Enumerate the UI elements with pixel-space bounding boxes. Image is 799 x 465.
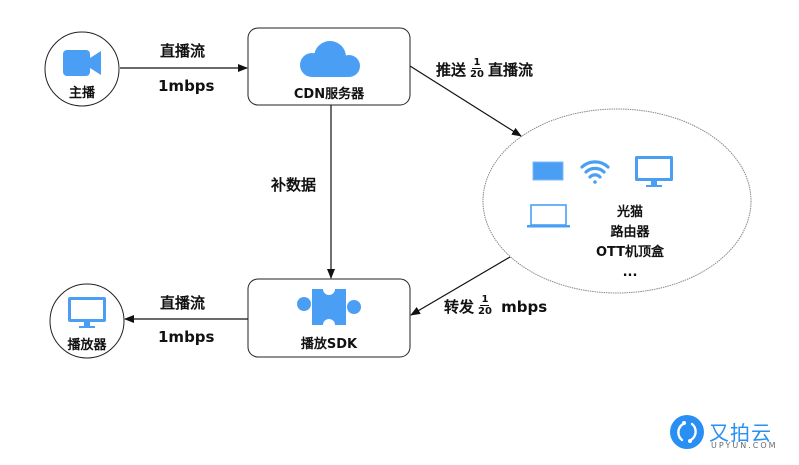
cloud-icon bbox=[300, 41, 360, 77]
forward-suffix: mbps bbox=[501, 298, 548, 316]
push-prefix: 推送 bbox=[436, 61, 467, 79]
fraction-numerator: 1 bbox=[472, 57, 482, 69]
edge-label-cdn-to-sdk: 补数据 bbox=[271, 176, 317, 194]
device-item: OTT机顶盒 bbox=[595, 245, 665, 260]
monitor-icon bbox=[68, 297, 106, 328]
cdn-label: CDN服务器 bbox=[293, 87, 365, 102]
broadcaster-label: 主播 bbox=[68, 86, 95, 101]
video-camera-icon bbox=[63, 50, 101, 76]
fraction-denominator: 20 bbox=[478, 306, 492, 317]
edge-devices-to-sdk bbox=[410, 256, 511, 316]
upyun-logo-icon bbox=[670, 415, 704, 449]
brand-name-cn: 又拍云 bbox=[709, 421, 772, 445]
brand-name-en: UPYUN.COM bbox=[711, 441, 778, 450]
device-item: ... bbox=[622, 265, 638, 280]
wifi-icon bbox=[580, 160, 610, 184]
device-item: 路由器 bbox=[610, 225, 650, 240]
tablet-icon bbox=[532, 161, 564, 181]
edge-label-broadcaster-bottom: 1mbps bbox=[158, 77, 215, 95]
fraction-denominator: 20 bbox=[470, 69, 484, 80]
player-label: 播放器 bbox=[67, 338, 107, 353]
edge-label-sdk-bottom: 1mbps bbox=[158, 328, 215, 346]
device-item: 光猫 bbox=[616, 205, 643, 220]
edge-label-sdk-top: 直播流 bbox=[160, 294, 206, 312]
edge-cdn-to-devices bbox=[409, 65, 522, 137]
sdk-label: 播放SDK bbox=[300, 337, 358, 352]
devices-group bbox=[482, 108, 752, 294]
puzzle-piece-icon bbox=[297, 283, 361, 331]
fraction-numerator: 1 bbox=[480, 294, 490, 306]
monitor-icon bbox=[635, 156, 673, 187]
edge-label-broadcaster-top: 直播流 bbox=[160, 42, 206, 60]
devices-list: 光猫 路由器 OTT机顶盒 ... bbox=[570, 203, 690, 283]
forward-prefix: 转发 bbox=[444, 298, 475, 316]
push-suffix: 直播流 bbox=[487, 61, 533, 79]
laptop-icon bbox=[527, 204, 570, 228]
